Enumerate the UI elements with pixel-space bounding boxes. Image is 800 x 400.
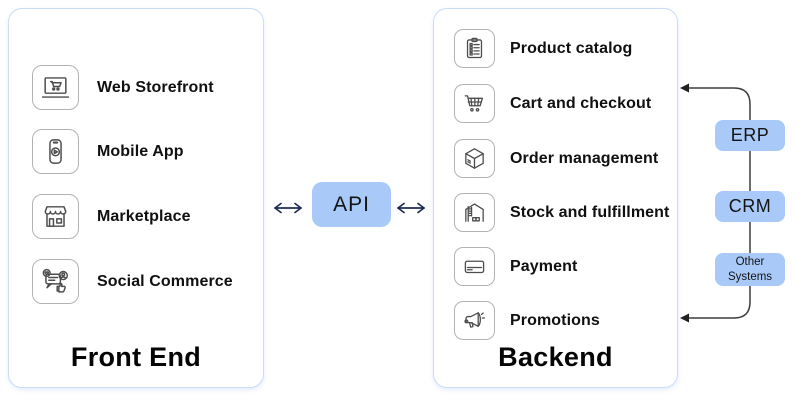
frontend-panel: Web Storefront Mobile App xyxy=(8,8,264,388)
api-label: API xyxy=(333,192,370,216)
icon-box xyxy=(32,194,79,239)
icon-box xyxy=(32,65,79,110)
crm-label: CRM xyxy=(728,196,772,216)
other-systems-label: Other Systems xyxy=(727,256,773,283)
icon-box xyxy=(454,84,495,123)
icon-box xyxy=(454,193,495,232)
api-box: API xyxy=(312,182,391,227)
stock-fulfillment-icon xyxy=(465,203,484,222)
frontend-title: Front End xyxy=(70,342,202,372)
icon-box xyxy=(32,259,79,304)
backend-item-cart-checkout: Cart and checkout xyxy=(434,84,651,123)
backend-item-label: Promotions xyxy=(510,311,600,329)
product-catalog-icon xyxy=(466,37,483,59)
backend-item-product-catalog: Product catalog xyxy=(434,29,632,68)
frontend-item-social-commerce: Social Commerce xyxy=(9,259,233,304)
cart-checkout-icon xyxy=(464,95,484,112)
connector-arrowhead-bottom-icon xyxy=(680,313,689,323)
icon-box xyxy=(454,247,495,286)
backend-item-promotions: Promotions xyxy=(434,301,600,340)
erp-box: ERP xyxy=(715,120,785,151)
frontend-item-mobile-app: Mobile App xyxy=(9,129,184,174)
payment-icon xyxy=(464,260,485,274)
frontend-item-label: Mobile App xyxy=(97,142,184,160)
frontend-api-arrow-icon xyxy=(274,202,302,214)
connector-arrowhead-top-icon xyxy=(680,83,689,93)
marketplace-icon xyxy=(44,206,67,227)
backend-item-label: Product catalog xyxy=(510,39,633,57)
backend-panel: Product catalog Cart and checkout Or xyxy=(433,8,678,388)
backend-title: Backend xyxy=(498,342,613,372)
frontend-item-label: Social Commerce xyxy=(97,272,233,290)
api-backend-arrow-icon xyxy=(397,202,425,214)
backend-item-label: Payment xyxy=(510,257,578,275)
frontend-item-label: Web Storefront xyxy=(97,78,214,96)
icon-box xyxy=(454,139,495,178)
backend-item-label: Cart and checkout xyxy=(510,94,652,112)
backend-item-order-management: Order management xyxy=(434,139,658,178)
mobile-app-icon xyxy=(49,139,62,164)
frontend-item-web-storefront: Web Storefront xyxy=(9,65,214,110)
promotions-icon xyxy=(464,312,486,328)
icon-box xyxy=(454,29,495,68)
social-commerce-icon xyxy=(42,268,68,293)
web-storefront-icon xyxy=(41,77,70,98)
order-management-icon xyxy=(465,148,484,169)
frontend-item-marketplace: Marketplace xyxy=(9,194,191,239)
backend-item-label: Order management xyxy=(510,149,659,167)
backend-item-label: Stock and fulfillment xyxy=(510,203,670,221)
backend-item-payment: Payment xyxy=(434,247,577,286)
frontend-item-label: Marketplace xyxy=(97,207,191,225)
icon-box xyxy=(454,301,495,340)
erp-label: ERP xyxy=(730,125,770,145)
icon-box xyxy=(32,129,79,174)
other-systems-box: Other Systems xyxy=(715,253,785,286)
backend-item-stock-fulfillment: Stock and fulfillment xyxy=(434,193,669,232)
crm-box: CRM xyxy=(715,191,785,222)
